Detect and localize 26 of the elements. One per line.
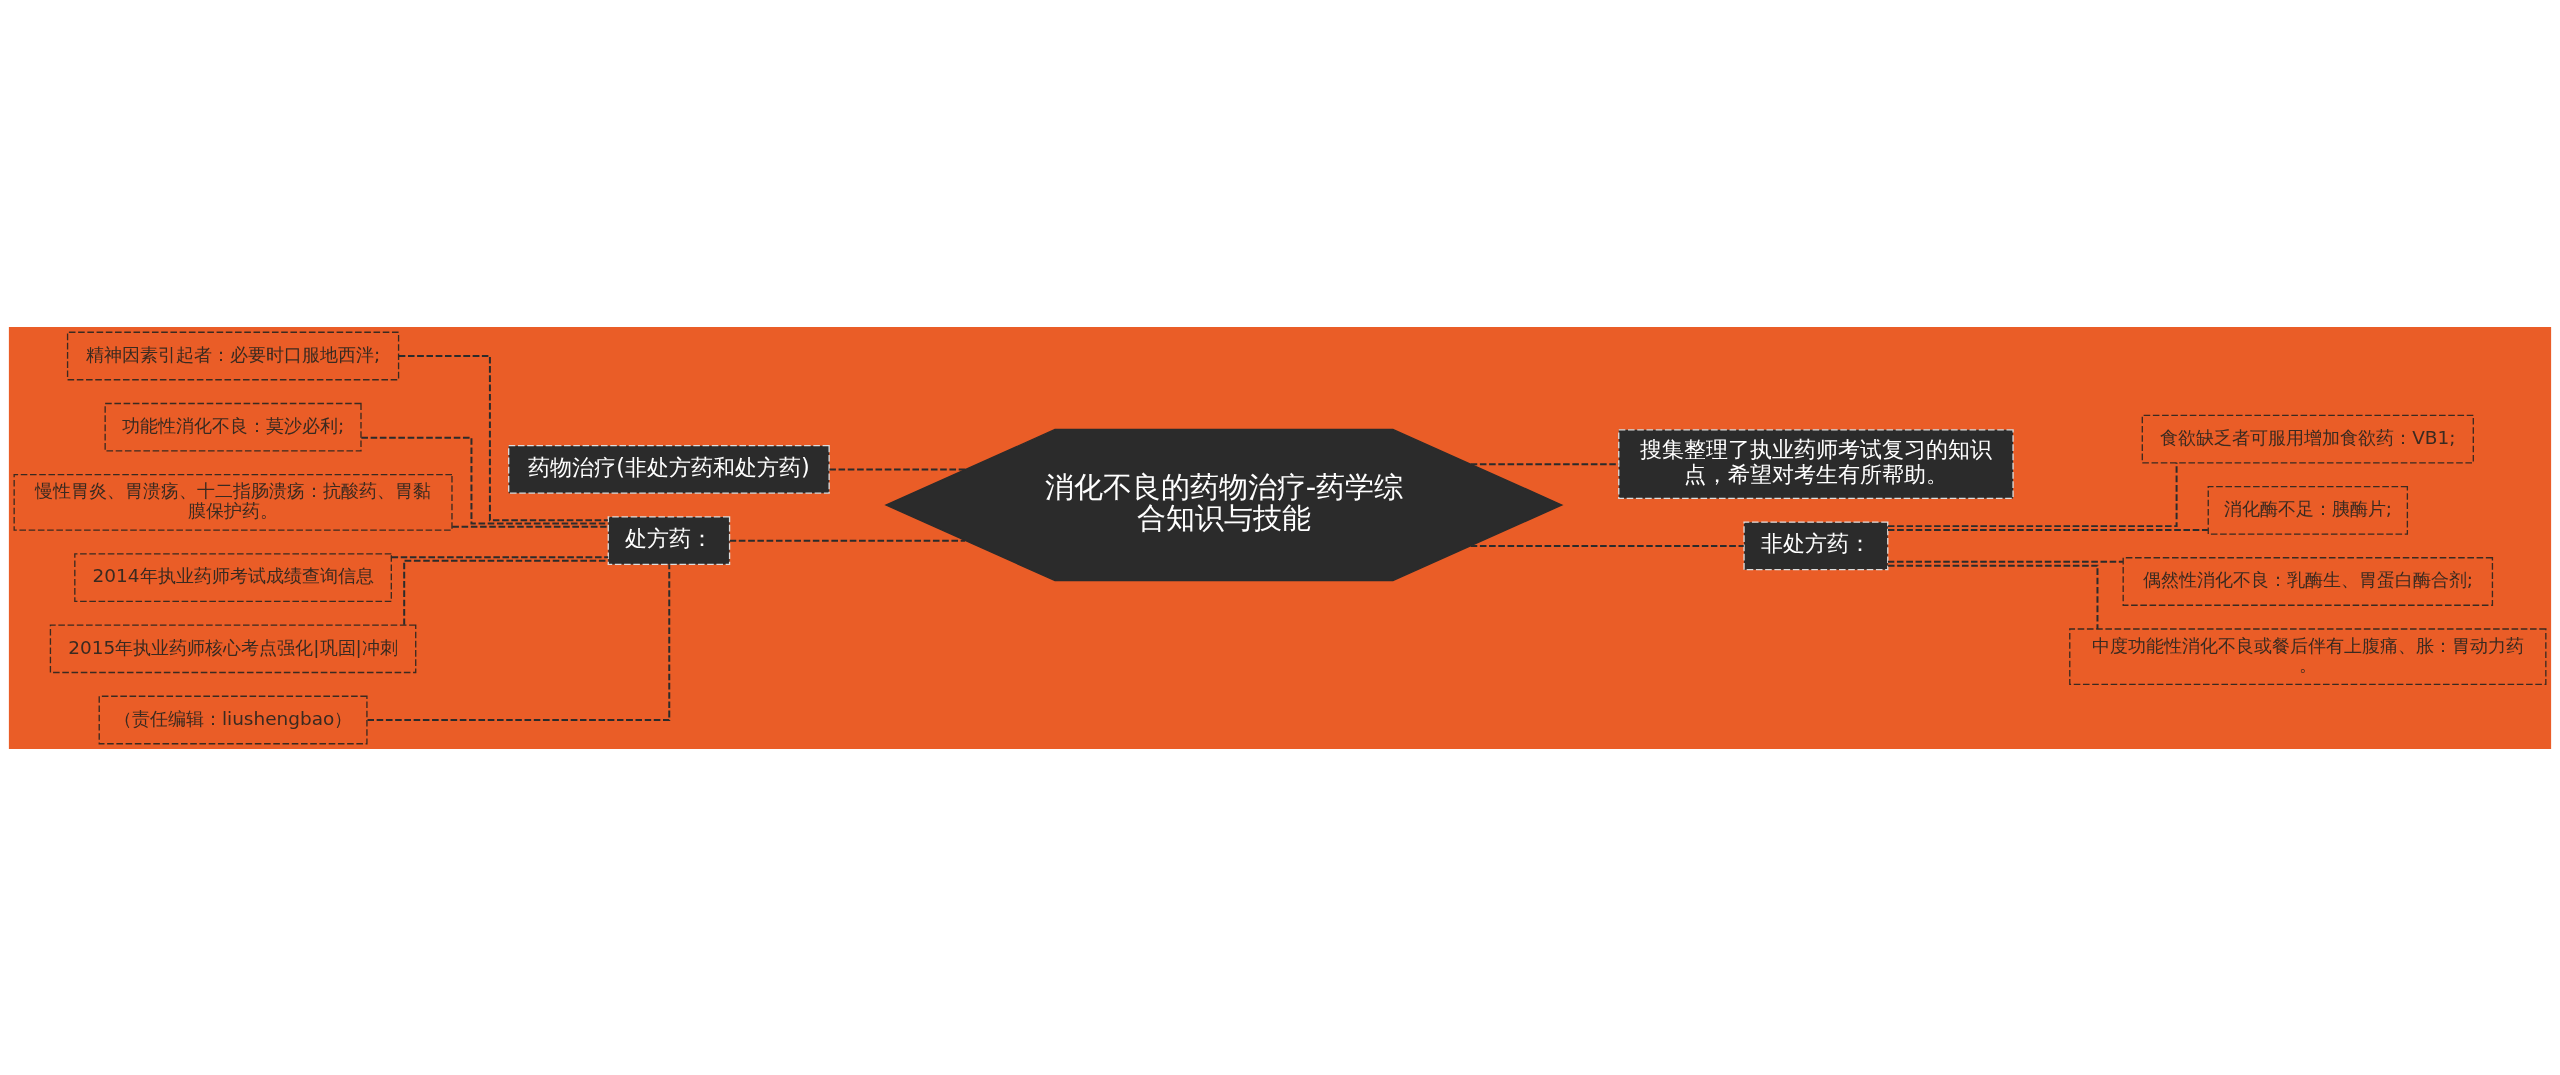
node-box: 搜集整理了执业药师考试复习的知识点，希望对考生有所帮助。 [1618, 428, 2014, 499]
node-box: 处方药： [607, 515, 731, 565]
node-box: 非处方药： [1743, 521, 1889, 570]
node-box: 功能性消化不良：莫沙必利; [104, 402, 362, 452]
connector [397, 354, 609, 521]
node-box: 2014年执业药师考试成绩查询信息 [74, 552, 392, 602]
node-box: 药物治疗(非处方药和处方药) [508, 444, 830, 494]
connector [1469, 462, 1620, 465]
node-box: 慢性胃炎、胃溃疡、十二指肠溃疡：抗酸药、胃黏膜保护药。 [13, 473, 453, 531]
connector [1887, 560, 2124, 563]
node-box: 精神因素引起者：必要时口服地西泮; [66, 331, 400, 380]
connector [828, 467, 967, 470]
connector [451, 525, 609, 528]
connector [1887, 564, 2099, 630]
connector [1469, 544, 1745, 547]
node-box: 偶然性消化不良：乳酶生、胃蛋白酶合剂; [2122, 556, 2494, 606]
connector [390, 555, 610, 558]
connector [728, 539, 967, 542]
node-box: 食欲缺乏者可服用增加食欲药：VB1; [2141, 414, 2474, 463]
connector [1887, 528, 2209, 531]
node-box: （责任编辑：liushengbao） [98, 695, 368, 744]
node-box: 消化酶不足：胰酶片; [2207, 485, 2409, 535]
connector [1887, 461, 2178, 527]
node-box: 中度功能性消化不良或餐后伴有上腹痛、胀：胃动力药。 [2069, 627, 2547, 685]
connector [366, 562, 671, 721]
node-box: 2015年执业药师核心考点强化|巩固|冲刺 [49, 623, 417, 673]
